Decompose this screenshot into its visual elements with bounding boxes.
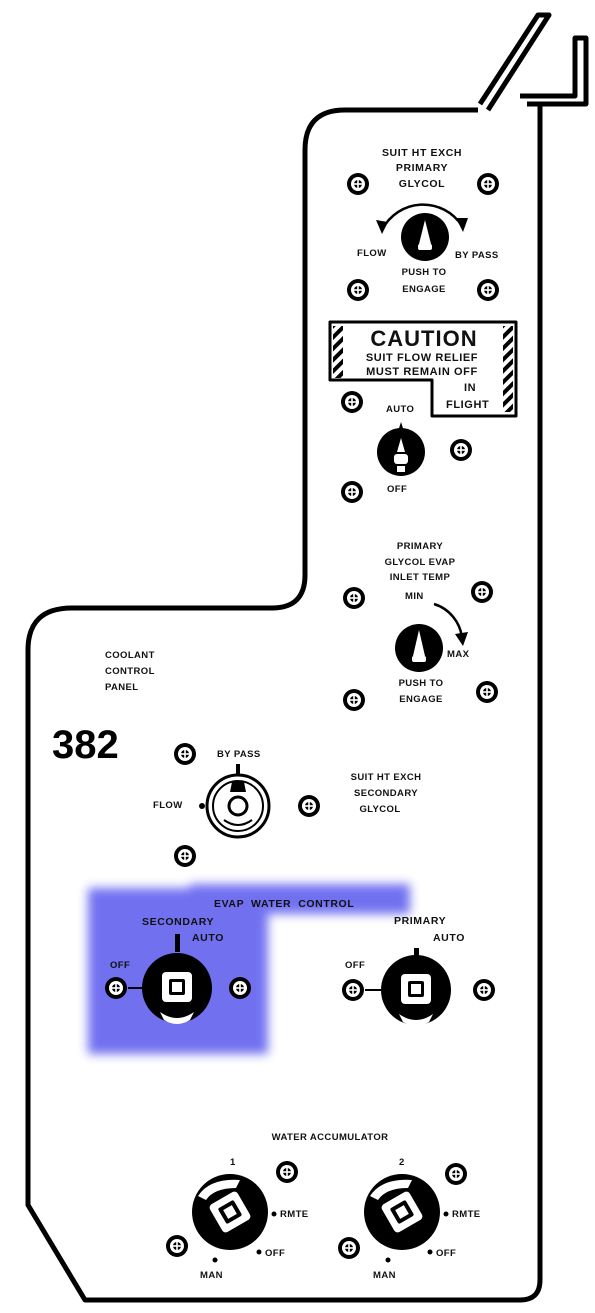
evap-inlet-temp-rotary-knob[interactable] (395, 624, 443, 672)
evap-title-1: PRIMARY (397, 541, 444, 552)
water-accumulator-1-switch[interactable] (192, 1174, 268, 1250)
screw-icon (228, 976, 252, 1000)
screw-icon (173, 742, 197, 766)
push-to-label: PUSH TO (402, 267, 447, 278)
secondary-auto-label: AUTO (192, 932, 224, 944)
suit-flow-relief-rotary-switch[interactable] (377, 422, 425, 476)
caution-flight: FLIGHT (446, 399, 489, 411)
caution-placard: CAUTION SUIT FLOW RELIEF MUST REMAIN OFF… (328, 320, 518, 418)
off-label: OFF (387, 484, 407, 495)
accumulator-1-off: OFF (265, 1248, 285, 1259)
accumulator-2-off: OFF (436, 1248, 456, 1259)
rotation-arrow-icon (433, 602, 464, 639)
suit-ht-exch-secondary-section: BY PASS FLOW SUIT HT EXCH SECONDARY GLYC… (153, 742, 422, 868)
screw-icon (165, 1234, 189, 1258)
secondary-flow-label: FLOW (153, 800, 183, 811)
water-accumulator-2-switch[interactable] (364, 1174, 440, 1250)
panel-outline (25, 12, 589, 1303)
screw-icon (275, 1160, 299, 1184)
evap-title-3: INLET TEMP (390, 572, 451, 583)
caution-title: CAUTION (370, 326, 477, 351)
primary-evap-water-rotary-switch[interactable] (381, 955, 451, 1026)
evap-title-2: GLYCOL EVAP (385, 557, 456, 568)
water-accumulator-section: WATER ACCUMULATOR 1 RMTE OFF MAN 2 (165, 1132, 481, 1281)
primary-glycol-evap-section: PRIMARY GLYCOL EVAP INLET TEMP MIN MAX P… (342, 541, 499, 712)
water-accumulator-title: WATER ACCUMULATOR (272, 1132, 389, 1143)
screw-icon (475, 680, 499, 704)
suit-flow-relief-section: AUTO OFF (340, 390, 473, 504)
min-label: MIN (405, 591, 424, 602)
suit-ht-exch-primary-section: SUIT HT EXCH PRIMARY GLYCOL FLOW BY PASS… (346, 147, 500, 302)
panel-title-1: COOLANT (105, 650, 155, 661)
accumulator-2-man: MAN (373, 1270, 396, 1281)
suit-ht-exch-primary-title-2: PRIMARY (396, 162, 448, 174)
screw-icon (342, 688, 366, 712)
arrowhead-icon (376, 220, 388, 234)
flow-label: FLOW (357, 248, 387, 259)
caution-in: IN (464, 382, 476, 394)
secondary-switch-label: SECONDARY (142, 916, 214, 928)
secondary-glycol-rotary-valve[interactable] (205, 773, 271, 839)
screw-icon (444, 1162, 468, 1186)
evap-engage-label: ENGAGE (399, 694, 443, 705)
secondary-evap-water-rotary-switch[interactable] (142, 953, 212, 1024)
accumulator-2-rmte: RMTE (452, 1209, 481, 1220)
accumulator-2-number: 2 (399, 1157, 405, 1168)
evap-push-to-label: PUSH TO (399, 678, 444, 689)
panel-title-block: COOLANT CONTROL PANEL 382 (52, 650, 155, 767)
primary-auto-label: AUTO (433, 932, 465, 944)
screw-icon (341, 978, 365, 1002)
screw-icon (476, 278, 500, 302)
arrowhead-icon (455, 632, 468, 646)
screw-icon (342, 586, 366, 610)
panel-title-3: PANEL (105, 682, 139, 693)
bypass-label: BY PASS (455, 250, 499, 261)
panel-number: 382 (52, 723, 119, 767)
screw-icon (173, 844, 197, 868)
accumulator-1-number: 1 (230, 1157, 236, 1168)
primary-glycol-rotary-knob[interactable] (401, 213, 449, 261)
panel-title-2: CONTROL (105, 666, 155, 677)
screw-icon (346, 278, 370, 302)
detent-marker (414, 948, 419, 962)
screw-icon (104, 976, 128, 1000)
screw-icon (346, 172, 370, 196)
rotation-arrow-icon (380, 203, 464, 231)
caution-line-2: MUST REMAIN OFF (366, 366, 478, 378)
screw-icon (340, 390, 364, 414)
arrowhead-icon (456, 218, 468, 232)
detent-dot (199, 803, 205, 809)
secondary-bypass-label: BY PASS (217, 749, 261, 760)
secondary-title-2: SECONDARY (354, 788, 418, 799)
evap-water-control-title: EVAP WATER CONTROL (214, 898, 354, 910)
screw-icon (470, 580, 494, 604)
screw-icon (340, 480, 364, 504)
primary-off-label: OFF (345, 960, 365, 971)
screw-icon (472, 978, 496, 1002)
screw-icon (297, 794, 321, 818)
auto-label: AUTO (386, 404, 414, 415)
screw-icon (337, 1236, 361, 1260)
max-label: MAX (447, 649, 470, 660)
secondary-title-1: SUIT HT EXCH (351, 772, 422, 783)
screw-icon (476, 172, 500, 196)
accumulator-1-rmte: RMTE (280, 1209, 309, 1220)
evap-water-control-section: EVAP WATER CONTROL SECONDARY AUTO OFF PR… (104, 898, 496, 1026)
secondary-off-label: OFF (110, 960, 130, 971)
accumulator-1-man: MAN (200, 1270, 223, 1281)
suit-ht-exch-primary-title-1: SUIT HT EXCH (382, 147, 462, 159)
detent-marker (236, 764, 240, 774)
screw-icon (449, 438, 473, 462)
detent-marker (175, 934, 180, 952)
engage-label: ENGAGE (402, 284, 446, 295)
suit-ht-exch-primary-title-3: GLYCOL (399, 178, 445, 190)
secondary-title-3: GLYCOL (359, 804, 400, 815)
primary-switch-label: PRIMARY (394, 915, 446, 927)
caution-line-1: SUIT FLOW RELIEF (366, 352, 478, 364)
